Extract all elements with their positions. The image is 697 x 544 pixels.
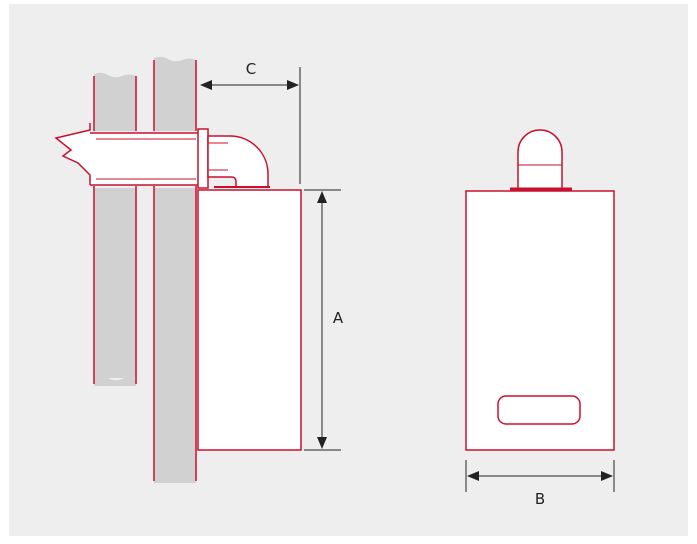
side-view: C A — [54, 56, 344, 483]
flue-elbow — [197, 128, 270, 189]
dimension-c-label: C — [246, 60, 256, 78]
dimension-a-label: A — [333, 309, 344, 327]
front-view: B — [465, 129, 615, 508]
wall-left-section — [93, 72, 137, 386]
dimension-b-label: B — [535, 490, 545, 508]
boiler-side-body — [197, 189, 302, 451]
front-flue-collar — [510, 129, 572, 191]
control-panel-window — [497, 395, 581, 425]
flue-pipe-horizontal — [54, 123, 200, 186]
wall-right-section — [153, 56, 197, 483]
dimension-a: A — [304, 189, 344, 451]
dimension-c: C — [200, 60, 301, 184]
dimension-b: B — [465, 460, 615, 508]
